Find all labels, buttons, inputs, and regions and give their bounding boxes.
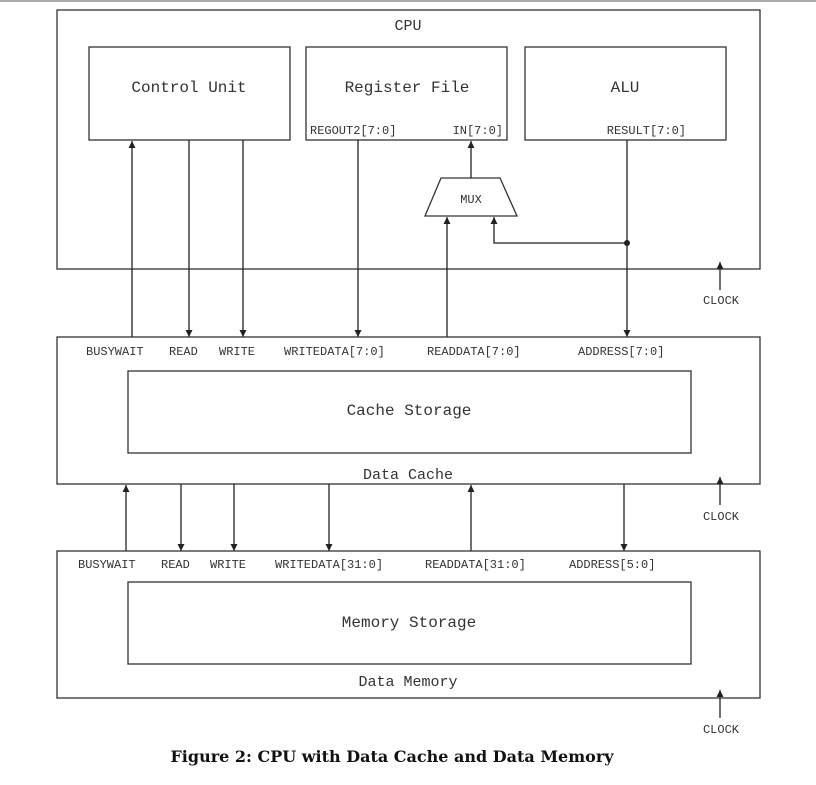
- cache-read-label: READ: [169, 345, 198, 359]
- memory-clock-label: CLOCK: [703, 723, 740, 737]
- memory-read-label: READ: [161, 558, 190, 572]
- memory-storage-block: [127, 581, 692, 665]
- data-memory-block: [56, 550, 761, 699]
- result-port-label: RESULT[7:0]: [607, 124, 686, 138]
- cpu-block: [56, 9, 761, 270]
- memory-storage-label: Memory Storage: [342, 614, 476, 632]
- memory-readdata-label: READDATA[31:0]: [425, 558, 526, 572]
- cpu-clock-label: CLOCK: [703, 294, 740, 308]
- data-memory-title: Data Memory: [358, 674, 457, 691]
- alu-result-to-mux-wire: [490, 217, 627, 244]
- cache-busywait-label: BUSYWAIT: [86, 345, 144, 359]
- regout2-port-label: REGOUT2[7:0]: [310, 124, 396, 138]
- data-cache-block: [56, 336, 761, 485]
- cpu-title: CPU: [394, 18, 421, 35]
- alu-block: [524, 46, 727, 141]
- control-unit-label: Control Unit: [131, 79, 246, 97]
- cache-address-label: ADDRESS[7:0]: [578, 345, 664, 359]
- memory-busywait-label: BUSYWAIT: [78, 558, 136, 572]
- cache-clock-label: CLOCK: [703, 510, 740, 524]
- mux-block: [424, 177, 519, 217]
- cache-storage-block: [127, 370, 692, 454]
- register-file-block: [305, 46, 508, 141]
- memory-writedata-label: WRITEDATA[31:0]: [275, 558, 383, 572]
- figure-caption: Figure 2: CPU with Data Cache and Data M…: [170, 747, 614, 766]
- alu-label: ALU: [611, 79, 640, 97]
- cache-storage-label: Cache Storage: [347, 402, 472, 420]
- memory-address-label: ADDRESS[5:0]: [569, 558, 655, 572]
- register-file-label: Register File: [345, 79, 470, 97]
- cache-writedata-label: WRITEDATA[7:0]: [284, 345, 385, 359]
- mux-label: MUX: [460, 193, 482, 207]
- memory-write-label: WRITE: [210, 558, 246, 572]
- cache-write-label: WRITE: [219, 345, 255, 359]
- in-port-label: IN[7:0]: [453, 124, 503, 138]
- cache-readdata-label: READDATA[7:0]: [427, 345, 521, 359]
- data-cache-title: Data Cache: [363, 467, 453, 484]
